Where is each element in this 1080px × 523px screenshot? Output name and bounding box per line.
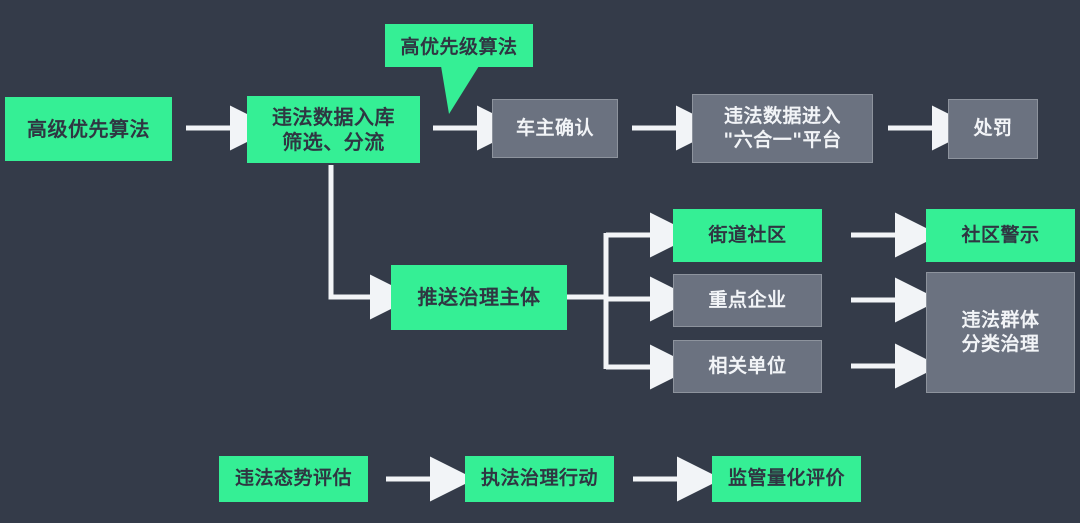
node-label: 高级优先算法 [27, 116, 150, 141]
node-weifa-qunti-fenlei-zhili[interactable]: 违法群体 分类治理 [926, 272, 1075, 393]
node-chezhu-queren[interactable]: 车主确认 [492, 99, 618, 158]
node-label-line1: 违法数据入库 [272, 104, 395, 129]
node-tuisong-zhili-zhuti[interactable]: 推送治理主体 [391, 265, 567, 330]
node-weifa-taishi-pinggu[interactable]: 违法态势评估 [219, 456, 368, 502]
node-zhifa-zhili-xingdong[interactable]: 执法治理行动 [465, 456, 614, 502]
node-label: 处罚 [973, 117, 1013, 140]
node-zhongdian-qiye[interactable]: 重点企业 [673, 274, 822, 327]
node-weifa-shuju-ruku[interactable]: 违法数据入库 筛选、分流 [247, 96, 420, 163]
node-liuheyi-pingtai[interactable]: 违法数据进入 "六合一"平台 [692, 94, 873, 163]
node-label: 监管量化评价 [727, 467, 845, 490]
node-label-line2: "六合一"平台 [723, 128, 842, 151]
node-label: 重点企业 [708, 288, 787, 311]
node-label-line2: 分类治理 [961, 332, 1040, 355]
node-jiedao-shequ[interactable]: 街道社区 [673, 209, 822, 262]
node-shequ-jingshi[interactable]: 社区警示 [926, 209, 1075, 262]
node-label: 社区警示 [961, 223, 1040, 246]
node-label: 街道社区 [708, 223, 787, 246]
callout-label: 高优先级算法 [400, 36, 518, 58]
node-label: 相关单位 [708, 354, 787, 377]
node-label: 车主确认 [515, 116, 594, 139]
node-label-line1: 违法群体 [961, 308, 1040, 331]
arrow-n2-hub [328, 165, 415, 320]
callout-high-priority-algorithm: 高优先级算法 [385, 24, 533, 67]
callout-tail [441, 66, 479, 114]
node-label: 违法态势评估 [234, 467, 352, 490]
node-jianguan-lianghua-pingjia[interactable]: 监管量化评价 [712, 456, 861, 502]
node-label: 推送治理主体 [417, 285, 541, 309]
node-xiangguan-danwei[interactable]: 相关单位 [673, 340, 822, 393]
node-label-line2: 筛选、分流 [282, 129, 385, 154]
node-chufa[interactable]: 处罚 [948, 99, 1038, 159]
node-gaoji-youxian-suanfa[interactable]: 高级优先算法 [5, 97, 172, 161]
node-label-line1: 违法数据进入 [723, 104, 841, 127]
node-label: 执法治理行动 [480, 467, 598, 490]
